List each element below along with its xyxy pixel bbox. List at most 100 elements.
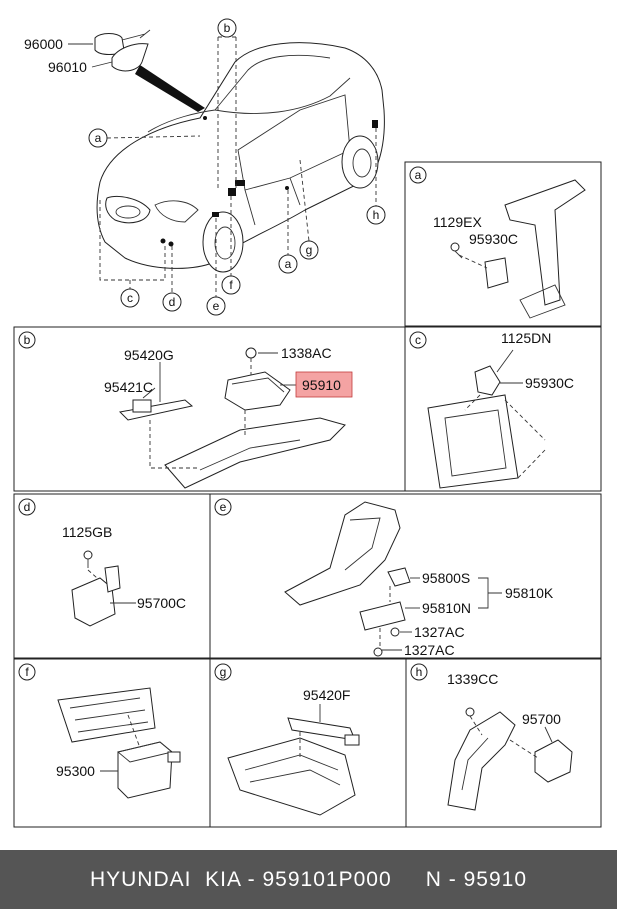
car-door-lines: [244, 177, 301, 226]
callout-e-letter: e: [213, 299, 220, 313]
panel-h-nut-1339CC: [465, 707, 475, 717]
label-1339CC: 1339CC: [447, 671, 498, 687]
label-95930C-a: 95930C: [469, 231, 518, 247]
key-fob-group: 96000 96010: [24, 29, 151, 75]
callout-a-left-letter: a: [95, 131, 102, 145]
label-95810K: 95810K: [505, 585, 554, 601]
panel-b-letter: b: [24, 333, 31, 347]
panel-h-sensor-95700: [534, 739, 573, 783]
panel-f-frame: [13, 658, 211, 828]
key-blade: [121, 29, 151, 41]
panel-c-bolt-line: [496, 349, 514, 373]
label-1327AC-1: 1327AC: [414, 624, 465, 640]
panel-b-floor-detail: [199, 439, 301, 471]
callout-a-right-letter: a: [285, 257, 292, 271]
panel-h-dash-leader: [509, 739, 539, 759]
sensor-mark-c: [160, 238, 166, 244]
sensor-mark-e: [212, 212, 219, 217]
panel-h-leader-95700: [544, 726, 553, 743]
panel-e-nut-2: [373, 647, 383, 657]
panel-f-plate-ribs: [69, 697, 149, 733]
sensor-mark-a: [285, 186, 289, 190]
sensor-mark-unit: [235, 180, 245, 186]
car-body: [96, 42, 385, 269]
panel-e-nut-1: [390, 627, 400, 637]
panel-e-structure: [284, 501, 401, 606]
panel-g-letter: g: [220, 665, 227, 679]
panel-b-leaders: [149, 410, 246, 469]
label-95300: 95300: [56, 763, 95, 779]
panel-d-sensor-bracket: [104, 565, 121, 593]
callout-g: [299, 240, 319, 260]
label-96000: 96000: [24, 36, 63, 52]
callout-d: [162, 292, 182, 312]
callout-h-letter: h: [373, 208, 380, 222]
panel-e-bracket-95810K: [478, 577, 502, 609]
car-rear-hub: [352, 148, 372, 178]
label-95930C-c: 95930C: [525, 375, 574, 391]
label-1125DN: 1125DN: [501, 330, 551, 346]
car-windshield-line: [214, 77, 351, 114]
panel-f-module-connector: [167, 751, 181, 763]
panel-b-strip-95420G: [118, 399, 194, 421]
callout-g-letter: g: [306, 243, 313, 257]
car-headlight: [154, 200, 199, 223]
sensor-mark-h: [372, 120, 378, 128]
sensor-mark-center: [228, 188, 236, 196]
panel-b-floor: [164, 417, 346, 489]
panel-f-leader-mount: [127, 714, 141, 749]
panel-b-leader-95421C: [142, 387, 156, 399]
panel-g-strip-connector: [344, 734, 360, 746]
panel-h-nut-leader: [469, 715, 483, 736]
label-95910: 95910: [302, 377, 341, 393]
panel-f: f 95300: [13, 658, 211, 828]
panel-a-bolt: [450, 242, 460, 252]
panel-a: a 1129EX 95930C: [404, 161, 602, 327]
panel-h-structure-detail: [461, 737, 489, 791]
panel-a-base: [519, 284, 566, 319]
panel-e-structure-detail: [344, 517, 381, 571]
sensor-mark-d: [168, 241, 174, 247]
panel-c: c 1125DN 95930C: [404, 326, 602, 492]
panel-c-letter: c: [415, 333, 421, 347]
panel-f-letter: f: [25, 665, 29, 679]
car-front-hub: [214, 226, 236, 260]
car-rear-wheel: [341, 135, 379, 189]
label-95700C: 95700C: [137, 595, 186, 611]
panel-b-acu-95910: [224, 371, 291, 411]
panel-a-bolt-shaft: [454, 250, 463, 259]
panel-a-letter: a: [415, 168, 422, 182]
panel-c-leader-mount: [464, 394, 481, 411]
car-overview: [96, 42, 385, 273]
key-fob-96010: [111, 43, 149, 72]
panel-a-badge: [409, 166, 427, 184]
key-arrow: [135, 65, 205, 112]
panel-h-letter: h: [416, 665, 423, 679]
car-emblem: [115, 205, 141, 219]
label-1327AC-2: 1327AC: [404, 642, 455, 658]
panel-e-frame: [209, 493, 602, 659]
leader-a-left: [106, 135, 201, 139]
label-1129EX: 1129EX: [433, 214, 482, 230]
panel-e-letter: e: [220, 500, 227, 514]
panel-c-badge: [409, 331, 427, 349]
highlight-95910: [295, 371, 353, 398]
label-95421C: 95421C: [104, 379, 153, 395]
label-96010: 96010: [48, 59, 87, 75]
panel-c-frame-dash: [504, 399, 546, 479]
panel-c-sensor-95930C: [474, 365, 501, 396]
part-number-footer: HYUNDAI KIA - 959101P000 N - 95910: [0, 850, 617, 909]
label-95810N: 95810N: [422, 600, 471, 616]
sensor-mark-b: [203, 116, 207, 120]
panel-h-badge: [410, 663, 428, 681]
leader-b: [217, 36, 237, 190]
panel-g-badge: [214, 663, 232, 681]
panel-d: d 1125GB 95700C: [13, 493, 211, 659]
label-95700: 95700: [522, 711, 561, 727]
panel-e-badge: [214, 498, 232, 516]
label-95420G: 95420G: [124, 347, 174, 363]
overview-callouts: b a c d e f a g h: [88, 18, 386, 316]
panel-a-leader: [458, 254, 488, 269]
panel-a-pillar: [504, 179, 586, 306]
